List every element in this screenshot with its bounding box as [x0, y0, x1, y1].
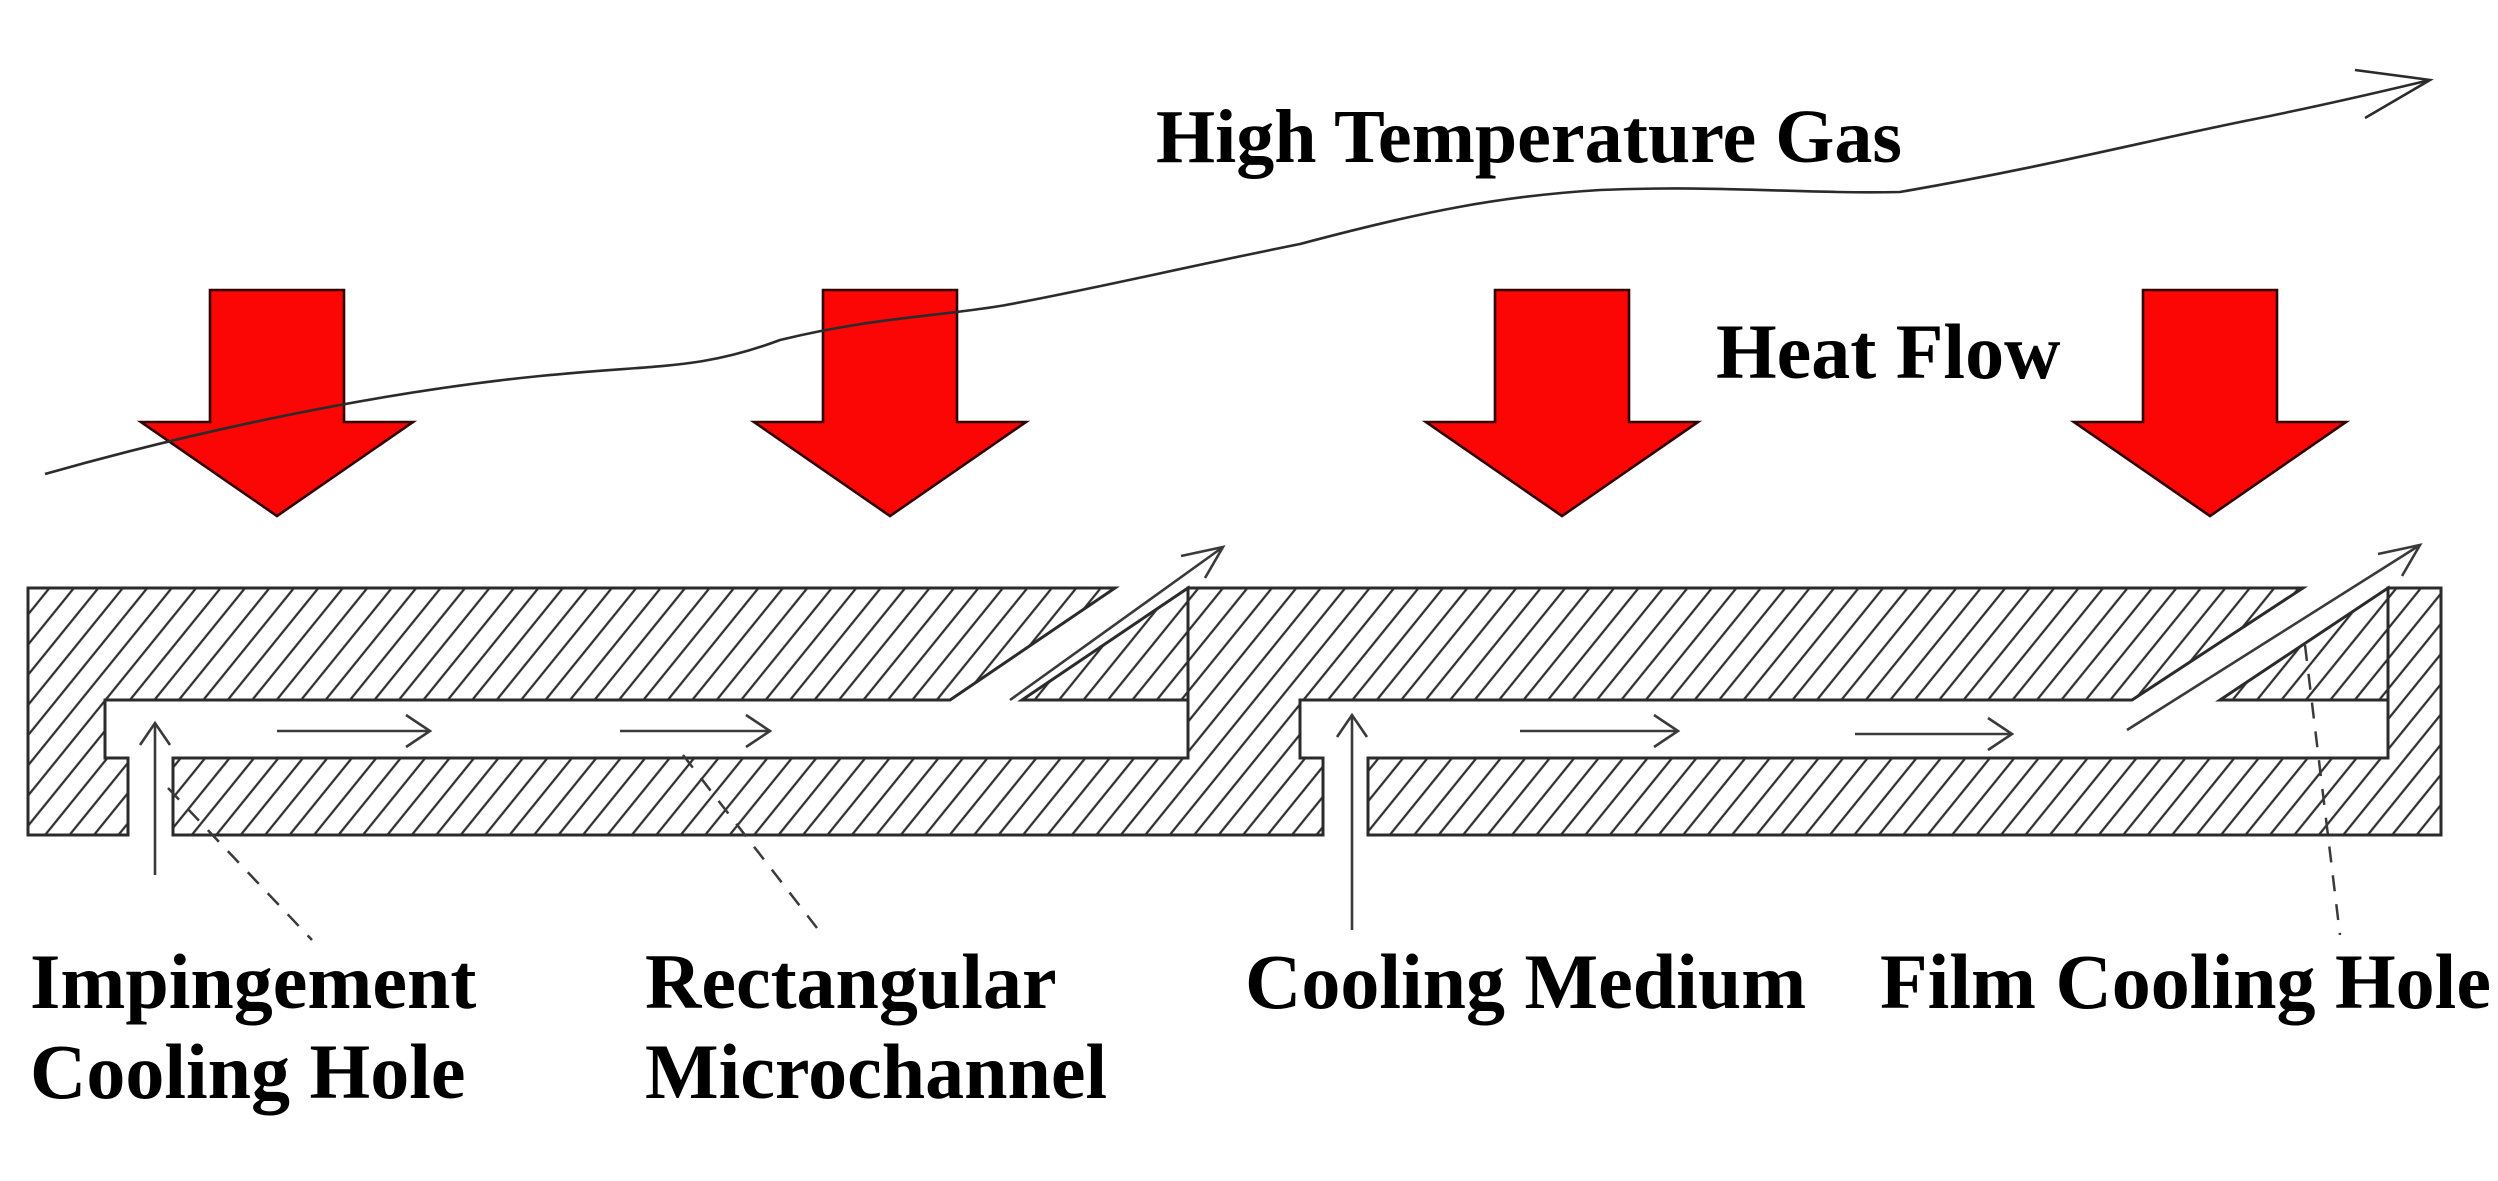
channel-arrowhead-2b-icon — [1987, 716, 2015, 752]
film-exit-arrow-1 — [1009, 545, 1224, 702]
label-rectangular: Rectangular — [645, 938, 1057, 1025]
gas-stream-arrow — [44, 68, 2434, 476]
label-cooling-medium: Cooling Medium — [1245, 938, 1806, 1025]
heat-flow-arrow-2 — [749, 288, 1031, 518]
label-heat-flow: Heat Flow — [1716, 308, 2060, 395]
heat-flow-arrow-4 — [2069, 288, 2351, 518]
slab-web-triangle-1 — [1017, 585, 1190, 702]
gas-stream-curve — [44, 78, 2431, 476]
channel-arrowhead-2a-icon — [1653, 713, 1681, 749]
title-high-temperature-gas: High Temperature Gas — [1156, 95, 1902, 179]
heat-flow-arrows — [136, 288, 2351, 518]
slab-cross-section — [26, 585, 2443, 837]
impingement-arrowhead-1-icon — [138, 720, 172, 746]
impingement-arrowhead-2-icon — [1335, 712, 1369, 738]
film-exit-arrowhead-2-icon — [2377, 543, 2423, 577]
gas-stream-arrowhead-icon — [2354, 68, 2434, 120]
leader-line-microchannel — [682, 754, 818, 929]
label-impingement-line1: Impingement — [30, 938, 476, 1025]
leader-lines — [167, 644, 2342, 941]
film-exit-arrows — [1009, 543, 2423, 732]
slab-section-right — [1366, 586, 2443, 837]
slab-web-triangle-2 — [2215, 585, 2390, 702]
label-film-cooling-hole: Film Cooling Hole — [1880, 938, 2491, 1025]
leader-line-impingement — [167, 787, 313, 941]
impingement-arrows — [138, 712, 1369, 930]
heat-flow-arrow-3 — [1421, 288, 1703, 518]
channel-arrowhead-1b-icon — [745, 713, 773, 749]
film-exit-arrow-2 — [2126, 543, 2421, 732]
slab-section-left — [26, 586, 1120, 837]
channel-arrowhead-1a-icon — [405, 713, 433, 749]
film-exit-arrowhead-1-icon — [1180, 545, 1226, 579]
label-impingement-line2: Cooling Hole — [30, 1028, 466, 1115]
label-microchannel: Microchannel — [645, 1028, 1107, 1115]
heat-flow-arrow-1 — [136, 288, 418, 518]
slab-section-center — [171, 586, 2309, 837]
channel-flow-arrows — [277, 713, 2015, 752]
leader-line-film-hole — [2303, 644, 2342, 936]
